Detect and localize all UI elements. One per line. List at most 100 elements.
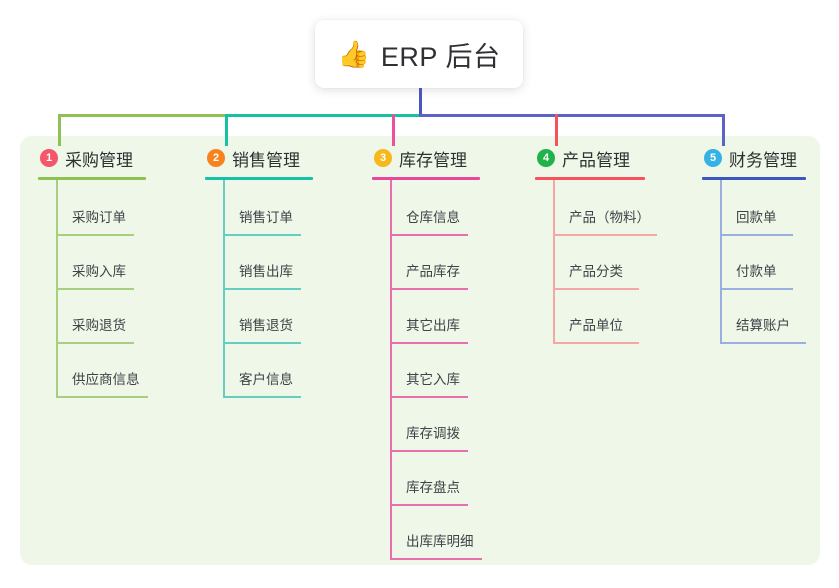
branch-item-label: 其它出库: [406, 318, 460, 333]
branch-item[interactable]: 销售出库: [223, 236, 313, 290]
branch-item-rule: [720, 288, 793, 290]
branch-item-label: 结算账户: [736, 318, 790, 333]
branch-item-rule: [390, 342, 468, 344]
branch-item[interactable]: 结算账户: [720, 290, 806, 344]
branch-item-rule: [56, 396, 148, 398]
branch-header-rule: [702, 177, 806, 180]
branch-item-label: 采购入库: [72, 264, 126, 279]
branch-index-badge: 3: [374, 149, 392, 167]
branch-item-rule: [390, 396, 468, 398]
branch-index-badge: 1: [40, 149, 58, 167]
branch-header-rule: [372, 177, 480, 180]
branch-item-rule: [56, 288, 134, 290]
branch-item[interactable]: 付款单: [720, 236, 806, 290]
branch-item-rule: [390, 504, 468, 506]
branch-item[interactable]: 回款单: [720, 182, 806, 236]
branch-header-2[interactable]: 2 销售管理: [205, 146, 313, 170]
branch-item[interactable]: 其它出库: [390, 290, 480, 344]
branch-item[interactable]: 产品分类: [553, 236, 645, 290]
branch-item-rule: [390, 450, 468, 452]
branch-item-rule: [223, 342, 301, 344]
root-node[interactable]: 👍 ERP 后台: [315, 20, 523, 88]
branch-item-label: 库存调拨: [406, 426, 460, 441]
root-node-title: ERP 后台: [380, 41, 501, 72]
branch-item[interactable]: 出库库明细: [390, 506, 482, 560]
branch-index-badge: 5: [704, 149, 722, 167]
branch-item-label: 销售出库: [239, 264, 293, 279]
branch-item[interactable]: 采购入库: [56, 236, 146, 290]
branch-item-label: 销售订单: [239, 210, 293, 225]
branch-item[interactable]: 产品库存: [390, 236, 480, 290]
branch-item-list: 采购订单采购入库采购退货供应商信息: [56, 180, 148, 398]
branch-item[interactable]: 采购订单: [56, 182, 146, 236]
branch-column-2: 2 销售管理销售订单销售出库销售退货客户信息: [205, 146, 313, 398]
branch-title: 采购管理: [65, 150, 133, 170]
branch-item[interactable]: 客户信息: [223, 344, 313, 398]
branch-column-5: 5 财务管理回款单付款单结算账户: [702, 146, 806, 344]
branch-item[interactable]: 销售订单: [223, 182, 313, 236]
root-stem-connector: [419, 88, 422, 117]
branch-item-rule: [553, 288, 639, 290]
thumbs-up-icon: 👍: [337, 39, 370, 69]
branch-header-rule: [38, 177, 146, 180]
branch-index-badge: 2: [207, 149, 225, 167]
branch-header-1[interactable]: 1 采购管理: [38, 146, 146, 170]
branch-item-label: 出库库明细: [406, 534, 474, 549]
branch-item-label: 产品库存: [406, 264, 460, 279]
branch-title: 销售管理: [232, 150, 300, 170]
branch-item[interactable]: 销售退货: [223, 290, 313, 344]
branch-spine: [553, 180, 555, 342]
branch-column-1: 1 采购管理采购订单采购入库采购退货供应商信息: [38, 146, 148, 398]
branch-spine: [390, 180, 392, 558]
branch-item-label: 付款单: [736, 264, 777, 279]
branch-header-4[interactable]: 4 产品管理: [535, 146, 645, 170]
branch-item-rule: [553, 342, 639, 344]
branch-item-rule: [56, 234, 134, 236]
branch-item[interactable]: 库存盘点: [390, 452, 480, 506]
bus-segment-right: [419, 114, 725, 117]
branch-item-list: 销售订单销售出库销售退货客户信息: [223, 180, 313, 398]
branch-header-5[interactable]: 5 财务管理: [702, 146, 806, 170]
branch-item[interactable]: 供应商信息: [56, 344, 148, 398]
branch-item-list: 仓库信息产品库存其它出库其它入库库存调拨库存盘点出库库明细: [390, 180, 482, 560]
branch-item-rule: [390, 234, 468, 236]
branch-title: 产品管理: [562, 150, 630, 170]
branch-header-3[interactable]: 3 库存管理: [372, 146, 480, 170]
branch-item[interactable]: 仓库信息: [390, 182, 480, 236]
bus-segment-left: [58, 114, 225, 117]
branch-item-label: 客户信息: [239, 372, 293, 387]
branch-drop-connector-3: [392, 114, 395, 146]
branch-item-label: 其它入库: [406, 372, 460, 387]
branch-drop-connector-4: [555, 114, 558, 146]
branch-item-label: 产品（物料）: [569, 210, 650, 225]
branch-column-3: 3 库存管理仓库信息产品库存其它出库其它入库库存调拨库存盘点出库库明细: [372, 146, 482, 560]
branch-item[interactable]: 产品单位: [553, 290, 645, 344]
branch-header-rule: [205, 177, 313, 180]
branch-title: 库存管理: [399, 150, 467, 170]
branch-title: 财务管理: [729, 150, 797, 170]
branch-index-badge: 4: [537, 149, 555, 167]
branch-item-rule: [223, 288, 301, 290]
branch-item-label: 采购退货: [72, 318, 126, 333]
branch-item[interactable]: 产品（物料）: [553, 182, 657, 236]
branch-item-label: 供应商信息: [72, 372, 140, 387]
branch-item-label: 回款单: [736, 210, 777, 225]
content-panel: [20, 136, 820, 565]
branch-spine: [720, 180, 722, 342]
branch-item-label: 销售退货: [239, 318, 293, 333]
branch-item-label: 产品单位: [569, 318, 623, 333]
branch-item[interactable]: 其它入库: [390, 344, 480, 398]
branch-item-rule: [553, 234, 657, 236]
branch-item-label: 仓库信息: [406, 210, 460, 225]
branch-item-rule: [223, 396, 301, 398]
branch-item-list: 产品（物料） 产品分类产品单位: [553, 180, 657, 344]
branch-drop-connector-5: [722, 114, 725, 146]
branch-drop-connector-2: [225, 114, 228, 146]
bus-segment-mid: [225, 114, 419, 117]
branch-item-rule: [390, 288, 468, 290]
branch-item-rule: [720, 234, 793, 236]
branch-item[interactable]: 库存调拨: [390, 398, 480, 452]
branch-item-rule: [223, 234, 301, 236]
branch-item[interactable]: 采购退货: [56, 290, 146, 344]
